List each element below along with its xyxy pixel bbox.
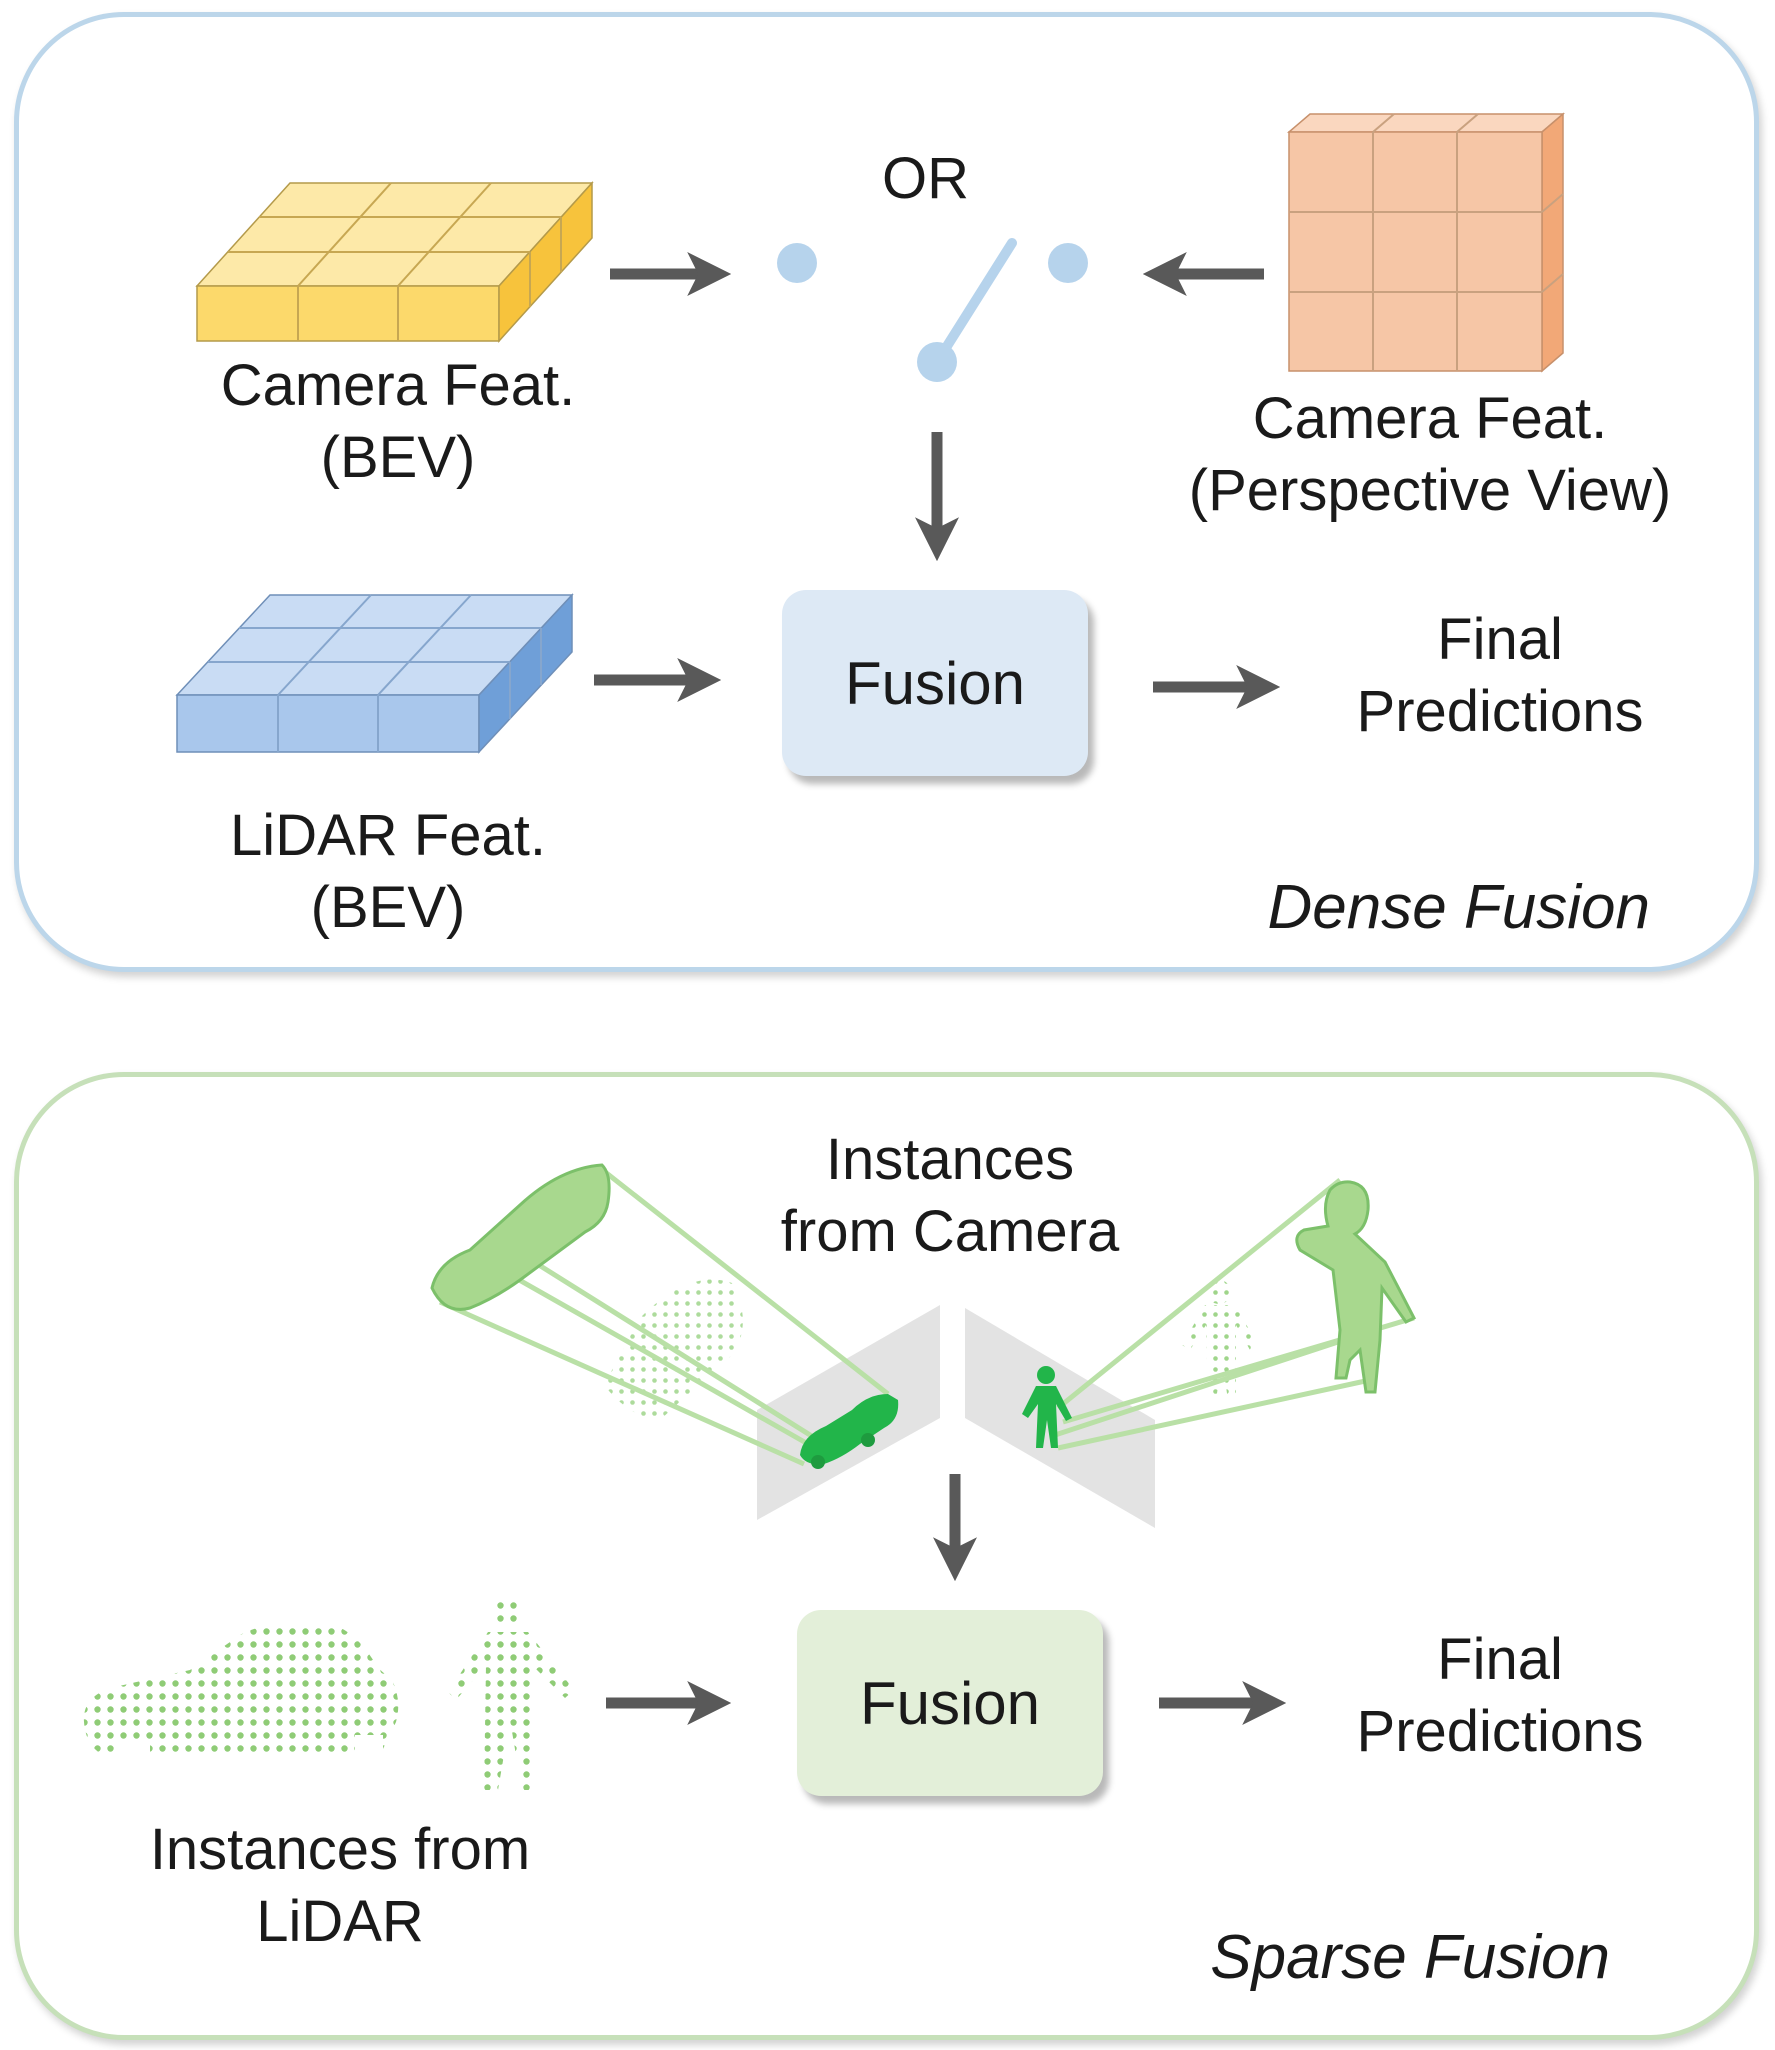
lidar-bev-label-line1: LiDAR Feat.: [230, 803, 546, 868]
dense-fusion-box: Fusion: [782, 590, 1088, 776]
sparse-arrows: [606, 1474, 1287, 1725]
dense-arrows: [594, 252, 1281, 709]
sparse-output-label-line1: Final: [1437, 1627, 1563, 1692]
dense-output-label-line2: Predictions: [1356, 679, 1644, 744]
camera-perspective-feature-grid: [1286, 112, 1566, 373]
camera-pv-label-line1: Camera Feat.: [1252, 386, 1608, 451]
sparse-fusion-panel: [14, 1072, 1759, 2040]
or-label: OR: [882, 146, 969, 211]
lidar-person-points: [448, 1597, 574, 1790]
camera-car-3d: [430, 1163, 611, 1311]
lidar-instances-label-line1: Instances from: [149, 1817, 531, 1882]
camera-image-plane-right: [965, 1308, 1155, 1528]
camera-pv-label-line2: (Perspective View): [1188, 458, 1672, 523]
lidar-bev-label-line2: (BEV): [310, 875, 466, 940]
camera-instances-label-line2: from Camera: [780, 1199, 1120, 1264]
camera-person-2d: [1022, 1366, 1072, 1448]
ghost-person-points: [1182, 1280, 1258, 1400]
or-switch: [777, 238, 1088, 382]
camera-bev-label-line1: Camera Feat.: [220, 353, 576, 418]
sparse-fusion-box: Fusion: [797, 1610, 1103, 1796]
dense-fusion-caption: Dense Fusion: [1267, 873, 1650, 942]
dense-output-label-line1: Final: [1437, 607, 1563, 672]
camera-bev-label-line2: (BEV): [320, 425, 476, 490]
camera-person-3d: [1295, 1180, 1417, 1394]
lidar-bev-feature-grid: [175, 593, 574, 754]
sparse-fusion-caption: Sparse Fusion: [1210, 1923, 1610, 1992]
camera-instances-label-line1: Instances: [825, 1127, 1075, 1192]
lidar-instances-label-line2: LiDAR: [256, 1889, 424, 1954]
car-projection-rays: [438, 1166, 890, 1467]
sparse-output-label-line2: Predictions: [1356, 1699, 1644, 1764]
camera-bev-feature-grid: [195, 181, 594, 343]
camera-car-2d: [800, 1394, 899, 1465]
lidar-car-points: [83, 1622, 399, 1758]
